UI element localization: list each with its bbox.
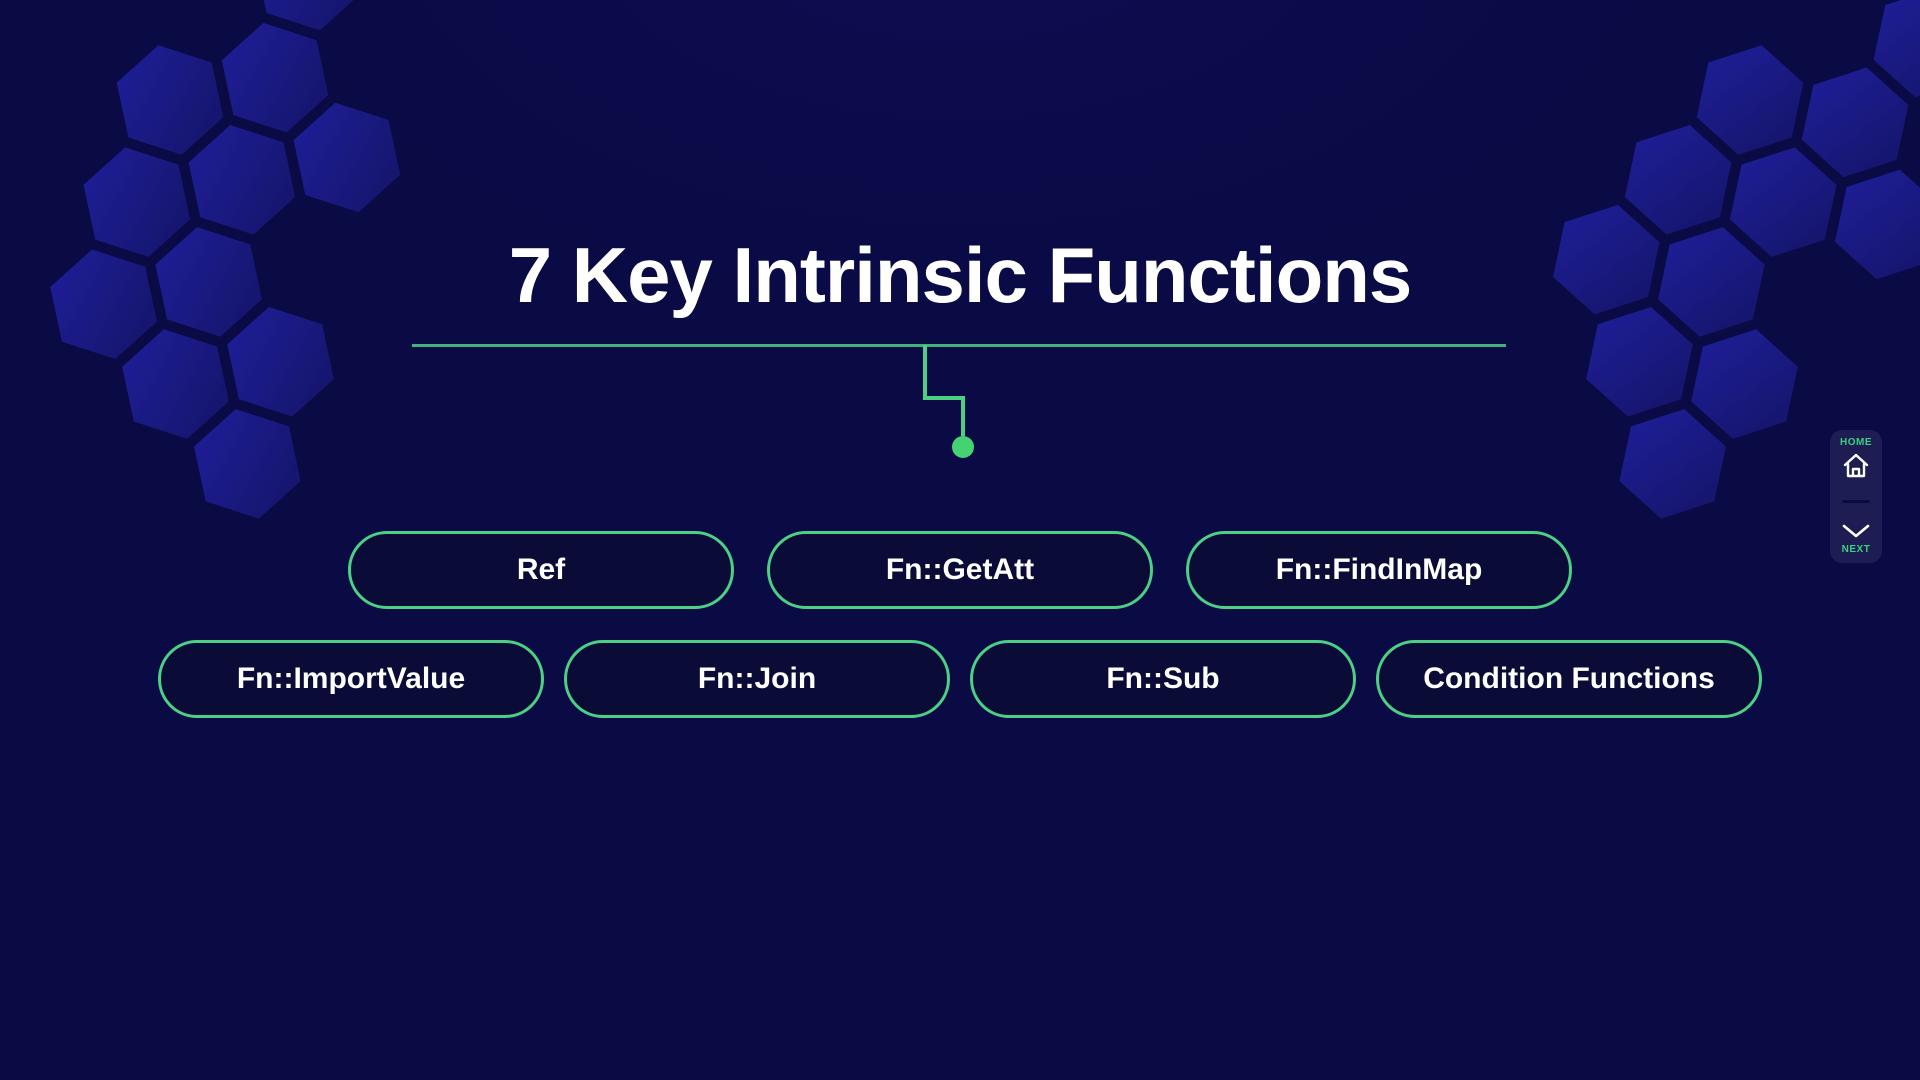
button-fn-importvalue[interactable]: Fn::ImportValue (158, 640, 544, 718)
hexagon (194, 409, 301, 519)
hexagon (221, 22, 329, 133)
function-row-1: Ref Fn::GetAtt Fn::FindInMap (0, 531, 1920, 609)
hexagon (1696, 45, 1804, 155)
home-label: HOME (1840, 437, 1872, 448)
chevron-down-icon (1842, 524, 1870, 538)
next-label: NEXT (1841, 544, 1871, 555)
home-icon (1843, 453, 1869, 478)
button-condition-functions[interactable]: Condition Functions (1376, 640, 1762, 718)
hexagon (293, 102, 401, 213)
hexagon (1691, 329, 1798, 439)
hexagon (1801, 67, 1909, 178)
connector-dot (952, 436, 974, 458)
hexagon (122, 329, 229, 439)
home-button[interactable]: HOME (1840, 437, 1872, 479)
button-fn-join[interactable]: Fn::Join (564, 640, 950, 718)
hexagon (116, 45, 224, 155)
nav-divider (1842, 500, 1870, 503)
title-underline (412, 344, 1506, 347)
connector-line (923, 345, 974, 458)
hexagon (188, 125, 296, 235)
button-fn-getatt[interactable]: Fn::GetAtt (767, 531, 1153, 609)
button-ref[interactable]: Ref (348, 531, 734, 609)
hexagon (1873, 0, 1920, 98)
hexagon (254, 0, 362, 31)
button-fn-findinmap[interactable]: Fn::FindInMap (1186, 531, 1572, 609)
hexagon (1619, 409, 1726, 519)
nav-panel: HOME NEXT (1830, 430, 1882, 563)
button-fn-sub[interactable]: Fn::Sub (970, 640, 1356, 718)
next-button[interactable]: NEXT (1841, 524, 1871, 555)
hexagon (1624, 125, 1732, 235)
page-title: 7 Key Intrinsic Functions (508, 231, 1413, 319)
function-row-2: Fn::ImportValue Fn::Join Fn::Sub Conditi… (0, 640, 1920, 718)
